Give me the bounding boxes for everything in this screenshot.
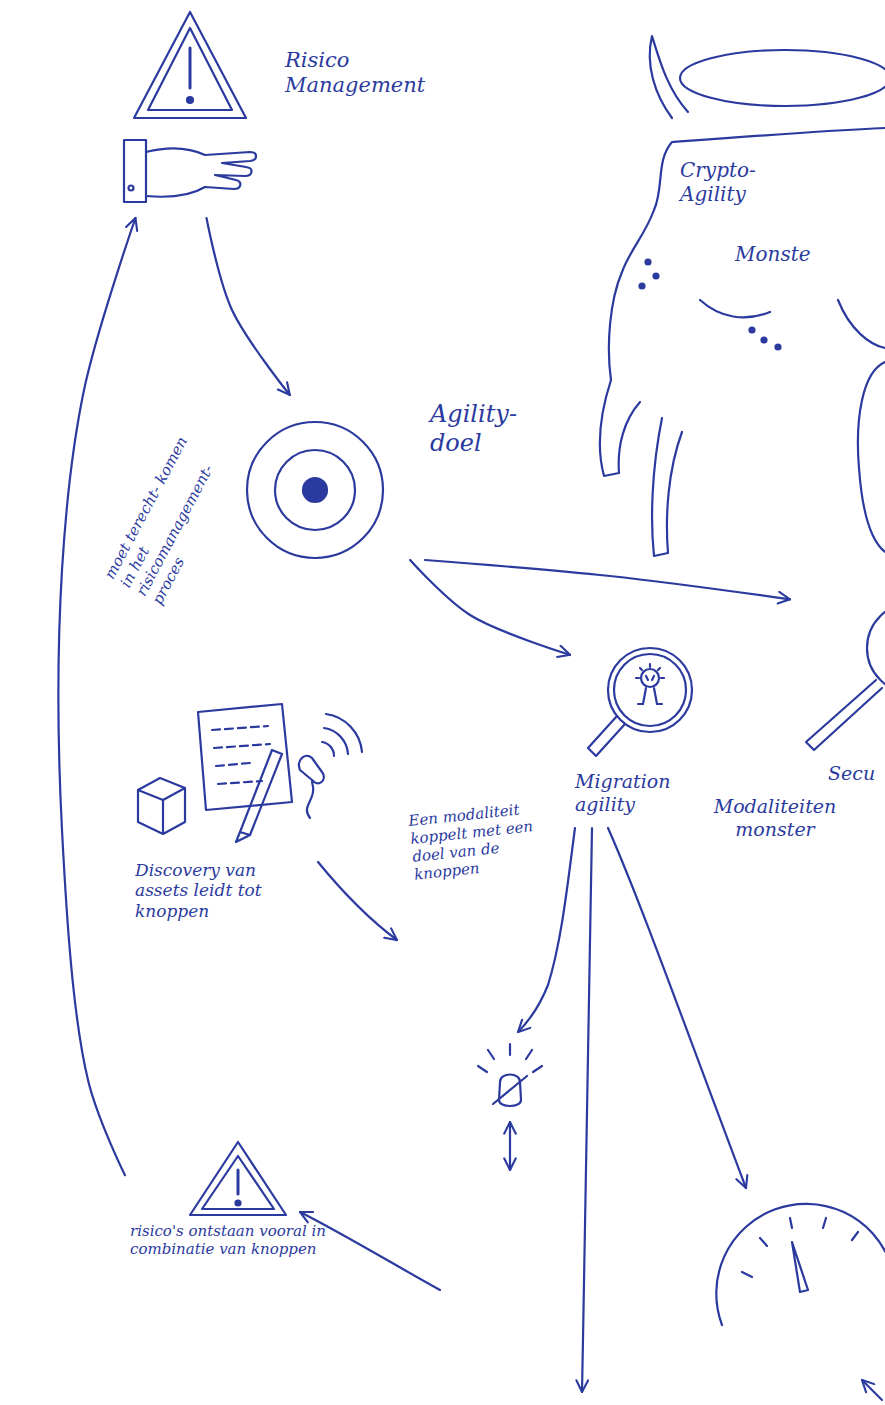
target-icon: Agility- doel: [245, 395, 565, 560]
exclamation-dot: [236, 1201, 241, 1206]
magnifier-handle: [806, 680, 882, 750]
node-label: Crypto- Agility: [680, 158, 795, 206]
note-text: Een modaliteit koppelt met een doel van …: [408, 798, 547, 883]
box-icon: [138, 778, 185, 834]
target-bullseye: [303, 478, 327, 502]
monster-figure: Crypto- AgilityMonste: [605, 30, 885, 570]
monster-leg: [652, 418, 682, 556]
node-label: Discovery van assets leidt tot knoppen: [135, 860, 285, 921]
warning-triangle: [190, 1142, 286, 1215]
magnifier-lens: [608, 648, 692, 732]
text-slot: risico's ontstaan vooral in combinatie v…: [130, 1222, 330, 1258]
text-slot: Monste: [735, 242, 855, 266]
paper-icon: [198, 704, 292, 810]
monster-body: [600, 128, 885, 476]
node-label: Risico Management: [285, 48, 425, 98]
exclamation-mark: [189, 48, 192, 88]
note-text: Modaliteiten monster: [700, 795, 850, 841]
layout-arrow: [582, 828, 592, 1392]
arrow-connector: [410, 560, 570, 655]
monster-dot: [762, 338, 767, 343]
text-slot: Een modaliteit koppelt met een doel van …: [408, 798, 547, 883]
document-icon: Discovery van assets leidt tot knoppen: [125, 695, 365, 955]
gauge-dial: [716, 1204, 885, 1325]
text-slot: Risico Management: [285, 48, 425, 98]
knob-rays: [478, 1044, 542, 1072]
monster-dot: [646, 260, 651, 265]
monster-dot: [640, 284, 645, 289]
layout-arrow: [518, 828, 575, 1032]
monster-dot: [750, 328, 755, 333]
knob-icon: [493, 1076, 527, 1104]
sleeve-button: [129, 186, 134, 191]
target-ring: [247, 422, 383, 558]
exclamation-mark: [237, 1170, 240, 1194]
monster-dot: [776, 345, 781, 350]
arrow-connector: [207, 218, 290, 395]
text-slot: Secu: [828, 762, 880, 785]
warning-triangle: [148, 28, 232, 110]
monster-horn: [650, 36, 688, 118]
magnifier-icon: Migration agility: [570, 640, 720, 825]
text-slot: Discovery van assets leidt tot knoppen: [135, 860, 285, 921]
open-hand: [146, 148, 256, 196]
arrow-connector: [59, 218, 136, 1175]
magnifier-handle: [588, 716, 625, 756]
risk-management-icon: Risico Management: [120, 8, 429, 218]
note-text: moet terecht- komen in het risicomanagem…: [101, 432, 240, 607]
microphone-icon: [299, 756, 324, 783]
gauge-needle: [792, 1242, 808, 1292]
monster-head: [680, 50, 885, 106]
text-slot: Modaliteiten monster: [700, 795, 850, 841]
target-ring: [275, 450, 355, 530]
warning-triangle: [202, 1156, 274, 1209]
node-label: Migration agility: [575, 770, 705, 816]
node-label: Monste: [735, 242, 855, 266]
arrow-connector: [425, 560, 790, 599]
warning-icon: risico's ontstaan vooral in combinatie v…: [125, 1140, 340, 1300]
text-slot: Migration agility: [575, 770, 705, 816]
magnifier-lens: [614, 654, 686, 726]
layout-arrow: [608, 828, 746, 1188]
gear-creature: [636, 664, 664, 704]
sleeve: [124, 140, 146, 202]
monster-belly: [700, 300, 770, 317]
text-slot: moet terecht- komen in het risicomanagem…: [101, 432, 240, 607]
node-label: Secu: [828, 762, 880, 785]
warning-triangle: [134, 12, 246, 118]
text-slot: Crypto- Agility: [680, 158, 795, 206]
monster-leg: [858, 362, 885, 552]
node-label: Agility- doel: [430, 400, 560, 458]
gear-creature: [641, 669, 659, 687]
layout-arrow: [862, 1380, 882, 1400]
monster-dot: [654, 274, 659, 279]
monster-body: [838, 300, 885, 348]
pencil-icon: [236, 750, 282, 842]
text-slot: Agility- doel: [430, 400, 560, 458]
exclamation-dot: [187, 97, 193, 103]
microphone-cord: [307, 782, 313, 818]
layout-arrow: [318, 862, 397, 940]
signal-waves: [322, 714, 362, 756]
node-label: risico's ontstaan vooral in combinatie v…: [130, 1222, 330, 1258]
double-arrow: [509, 1122, 511, 1170]
magnifier-icon: Secu: [790, 585, 885, 790]
